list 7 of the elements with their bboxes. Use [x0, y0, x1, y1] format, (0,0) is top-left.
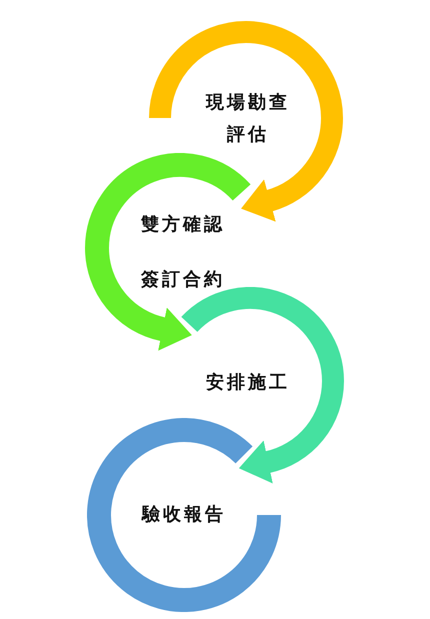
curved-arrow [85, 247, 192, 350]
step-label: 驗收報告 [140, 503, 227, 527]
step-label: 簽訂合約 [140, 268, 226, 292]
ring-node [87, 418, 281, 612]
step-label: 現場勘查評估 [204, 91, 291, 147]
step-label: 安排施工 [205, 371, 291, 395]
step-label: 雙方確認 [140, 212, 226, 236]
